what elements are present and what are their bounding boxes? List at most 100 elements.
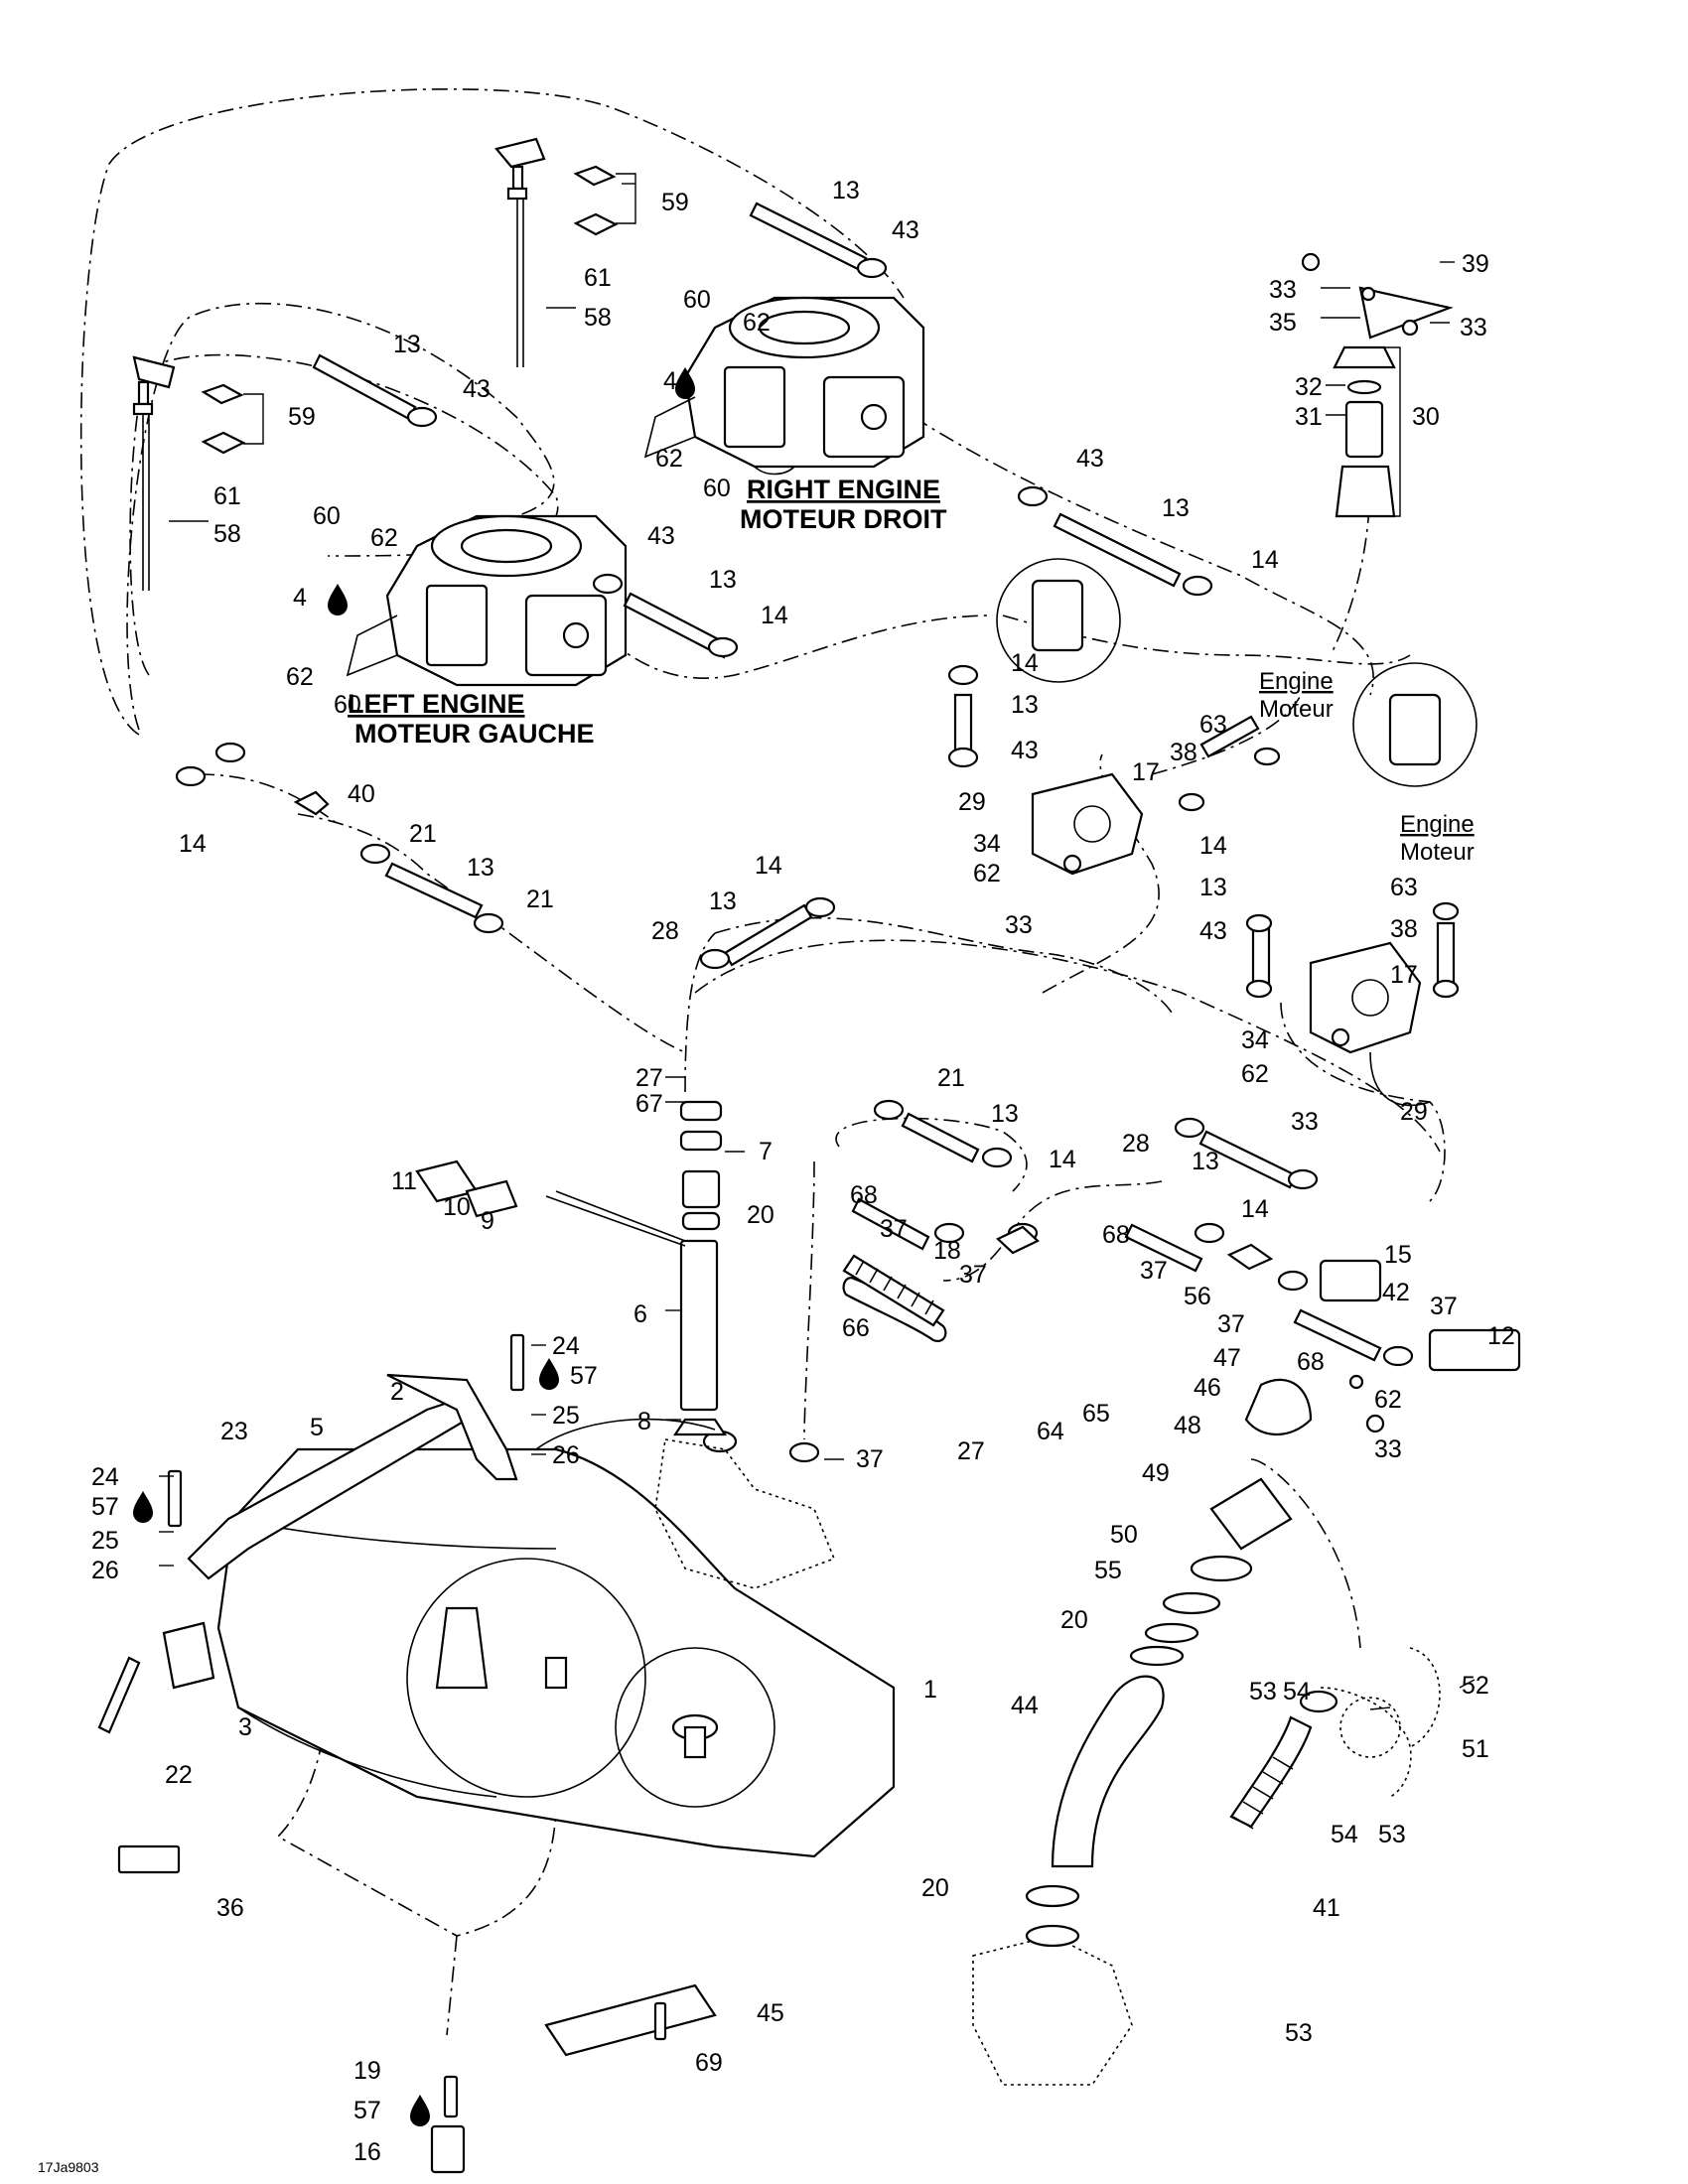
callout-20: 20 (921, 1874, 949, 1902)
callout-31: 31 (1295, 403, 1323, 431)
callout-4: 4 (663, 367, 677, 395)
callout-45: 45 (757, 1999, 784, 2027)
tank-brackets (117, 1373, 717, 2057)
callout-16: 16 (353, 2138, 381, 2166)
oil-drop-icon (675, 367, 695, 399)
leader-lines (159, 173, 1476, 1710)
engine-label-lower: Engine (1400, 811, 1475, 838)
callout-43: 43 (647, 522, 675, 550)
callout-63: 63 (1390, 874, 1418, 901)
callout-13: 13 (1199, 874, 1227, 901)
callout-25: 25 (91, 1527, 119, 1555)
callout-14: 14 (1011, 649, 1039, 677)
callout-2: 2 (390, 1378, 404, 1406)
callout-22: 22 (165, 1761, 193, 1789)
callout-38: 38 (1170, 739, 1197, 766)
fasteners (97, 252, 1385, 2174)
callout-14: 14 (761, 602, 788, 629)
callout-28: 28 (651, 917, 679, 945)
callout-68: 68 (1102, 1221, 1130, 1249)
callout-62: 62 (973, 860, 1001, 887)
callout-61: 61 (584, 264, 612, 292)
choke-rods (132, 137, 546, 591)
callout-20: 20 (747, 1201, 774, 1229)
callout-53: 53 (1285, 2019, 1313, 2047)
callout-19: 19 (353, 2057, 381, 2085)
drawing-code: 17Ja9803 (38, 2159, 99, 2175)
callout-62: 62 (370, 524, 398, 552)
callout-41: 41 (1313, 1894, 1340, 1922)
callout-14: 14 (1049, 1146, 1076, 1173)
callout-7: 7 (759, 1138, 773, 1165)
callout-37: 37 (1430, 1293, 1458, 1320)
callout-34: 34 (1241, 1026, 1269, 1054)
hoses (312, 202, 1456, 1412)
callout-25: 25 (552, 1402, 580, 1430)
callout-60: 60 (683, 286, 711, 314)
callout-59: 59 (661, 189, 689, 216)
callout-58: 58 (213, 520, 241, 548)
callout-39: 39 (1462, 250, 1489, 278)
left-engine-heading-fr: MOTEUR GAUCHE (354, 719, 595, 749)
callout-15: 15 (1384, 1241, 1412, 1269)
callout-1: 1 (923, 1676, 937, 1704)
callout-62: 62 (743, 309, 771, 337)
fuel-filter-assembly (996, 286, 1477, 787)
callout-29: 29 (1400, 1098, 1428, 1126)
retainer-clips (201, 165, 619, 455)
callout-3: 3 (238, 1713, 252, 1741)
callout-13: 13 (709, 887, 737, 915)
callout-14: 14 (1251, 546, 1279, 574)
callout-11: 11 (391, 1167, 417, 1195)
callout-40: 40 (348, 780, 375, 808)
engine-label-upper-fr: Moteur (1259, 696, 1334, 723)
callout-60: 60 (703, 475, 731, 502)
callout-62: 62 (1374, 1386, 1402, 1414)
oil-drop-icon (328, 584, 348, 615)
callout-13: 13 (393, 331, 421, 358)
callout-37: 37 (1217, 1310, 1245, 1338)
callout-54: 54 (1331, 1821, 1358, 1848)
callout-65: 65 (1082, 1400, 1110, 1428)
callout-68: 68 (1297, 1348, 1325, 1376)
callout-13: 13 (1192, 1148, 1219, 1175)
callout-61: 61 (213, 482, 241, 510)
callout-37: 37 (959, 1261, 987, 1289)
oil-drop-icon (539, 1358, 559, 1390)
callout-13: 13 (1011, 691, 1039, 719)
callout-6: 6 (633, 1300, 647, 1328)
callout-33: 33 (1374, 1435, 1402, 1463)
vent-hose (1229, 1647, 1441, 1830)
callout-48: 48 (1174, 1412, 1201, 1439)
callout-26: 26 (552, 1441, 580, 1469)
callout-43: 43 (1076, 445, 1104, 473)
left-engine-heading: LEFT ENGINE (348, 689, 525, 719)
callout-17: 17 (1132, 758, 1160, 786)
callout-46: 46 (1194, 1374, 1221, 1402)
callout-43: 43 (463, 375, 491, 403)
callout-49: 49 (1142, 1459, 1170, 1487)
callout-24: 24 (552, 1332, 580, 1360)
right-engine-heading-fr: MOTEUR DROIT (740, 504, 947, 534)
callout-23: 23 (220, 1418, 248, 1445)
callout-14: 14 (755, 852, 782, 880)
callout-12: 12 (1487, 1322, 1515, 1350)
callout-33: 33 (1291, 1108, 1319, 1136)
callout-21: 21 (409, 820, 437, 848)
callout-58: 58 (584, 304, 612, 332)
callout-18: 18 (933, 1237, 961, 1265)
callout-21: 21 (937, 1064, 965, 1092)
oil-drop-icon (133, 1491, 153, 1523)
callout-59: 59 (288, 403, 316, 431)
callout-42: 42 (1382, 1279, 1410, 1306)
callout-27: 27 (635, 1064, 663, 1092)
callout-20: 20 (1060, 1606, 1088, 1634)
callout-55: 55 (1094, 1557, 1122, 1584)
callout-33: 33 (1269, 276, 1297, 304)
callout-24: 24 (91, 1463, 119, 1491)
right-carburetor (643, 296, 925, 476)
callout-66: 66 (842, 1314, 870, 1342)
callout-62: 62 (1241, 1060, 1269, 1088)
spring-66 (842, 1254, 945, 1327)
